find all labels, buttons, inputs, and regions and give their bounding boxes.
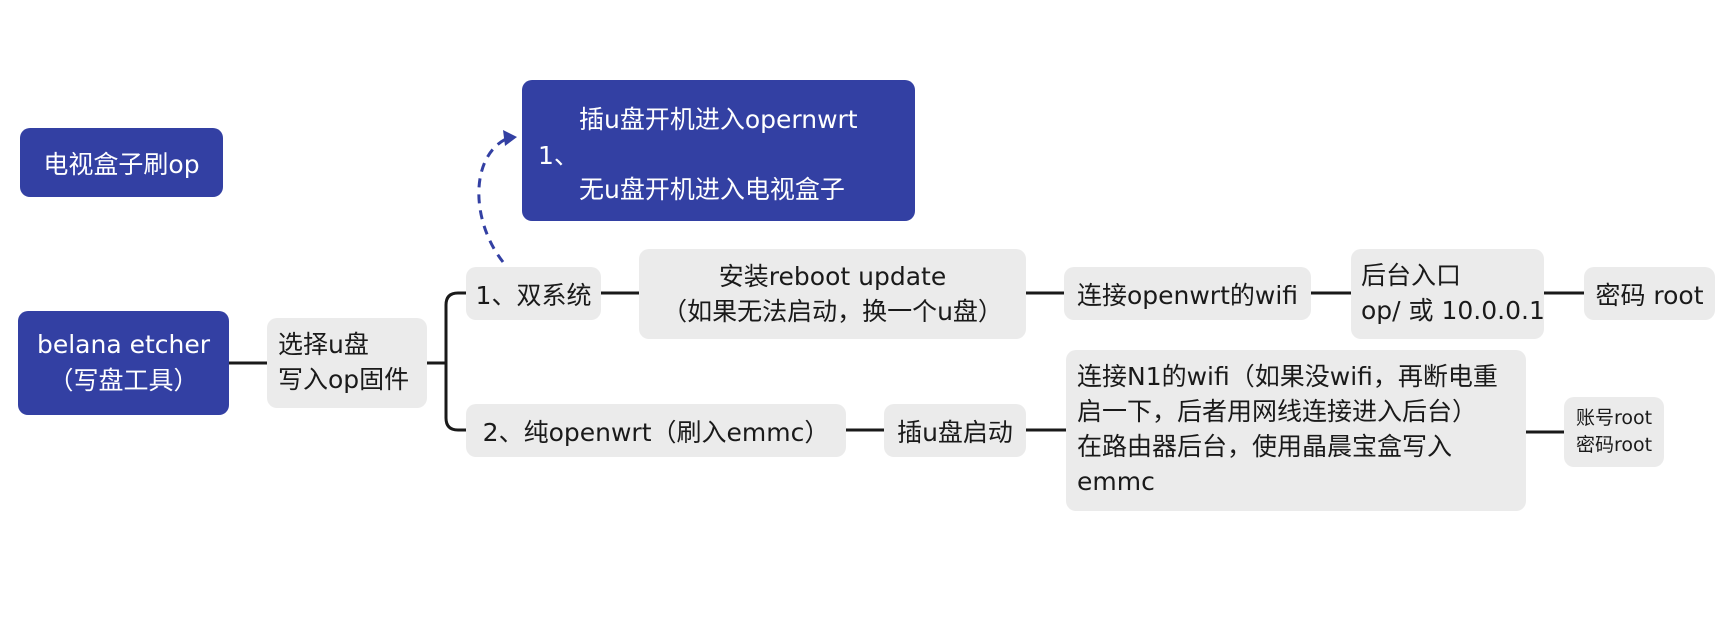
- usb-boot-label: 插u盘启动: [897, 417, 1013, 447]
- node-install-reboot: 安装reboot update （如果无法启动，换一个u盘）: [639, 249, 1026, 339]
- node-dual-system: 1、双系统: [466, 267, 601, 320]
- dual-label: 1、双系统: [475, 280, 592, 310]
- wifi-label: 连接openwrt的wifi: [1076, 280, 1299, 310]
- edge-dual-boot-dashed: [477, 136, 509, 263]
- backend-line-1: 后台入口: [1361, 261, 1462, 290]
- boot-note-line-2: 无u盘开机进入电视盒子: [579, 175, 845, 204]
- account-line-1: 账号root: [1575, 407, 1653, 429]
- node-select-usb: 选择u盘 写入op固件: [267, 318, 427, 408]
- arrowhead-icon: [503, 130, 517, 146]
- root-node-etcher: belana etcher （写盘工具）: [18, 311, 229, 415]
- node-boot-note: 1、 插u盘开机进入opernwrt 无u盘开机进入电视盒子: [522, 80, 915, 221]
- n1-line-1: 连接N1的wifi（如果没wifi，再断电重: [1077, 362, 1498, 391]
- boot-note-number: 1、: [538, 141, 579, 170]
- install-line-1: 安装reboot update: [718, 262, 947, 291]
- boot-note-line-1: 插u盘开机进入opernwrt: [579, 105, 858, 134]
- install-line-2: （如果无法启动，换一个u盘）: [662, 297, 1003, 326]
- account-line-2: 密码root: [1575, 434, 1653, 456]
- n1-line-2: 启一下，后者用网线连接进入后台）: [1077, 397, 1478, 426]
- title-node: 电视盒子刷op: [20, 128, 223, 197]
- node-backend-entry: 后台入口 op/ 或 10.0.0.1: [1351, 249, 1545, 339]
- node-password: 密码 root: [1584, 267, 1715, 320]
- password-label: 密码 root: [1595, 280, 1704, 310]
- n1-line-4: emmc: [1077, 467, 1155, 496]
- title-text: 电视盒子刷op: [43, 149, 200, 179]
- root-line-1: belana etcher: [36, 330, 211, 359]
- node-n1-wifi: 连接N1的wifi（如果没wifi，再断电重 启一下，后者用网线连接进入后台） …: [1066, 350, 1526, 511]
- node-pure-openwrt: 2、纯openwrt（刷入emmc）: [466, 404, 846, 457]
- select-line-2: 写入op固件: [278, 365, 410, 394]
- root-line-2: （写盘工具）: [48, 366, 199, 395]
- n1-line-3: 在路由器后台，使用晶晨宝盒写入: [1077, 432, 1453, 461]
- node-account: 账号root 密码root: [1564, 397, 1664, 467]
- node-connect-wifi: 连接openwrt的wifi: [1064, 267, 1311, 320]
- select-line-1: 选择u盘: [278, 330, 369, 359]
- pure-label: 2、纯openwrt（刷入emmc）: [482, 417, 830, 447]
- edge-branch-bracket: [444, 291, 468, 432]
- backend-line-2: op/ 或 10.0.0.1: [1361, 296, 1545, 325]
- node-usb-boot: 插u盘启动: [884, 404, 1026, 457]
